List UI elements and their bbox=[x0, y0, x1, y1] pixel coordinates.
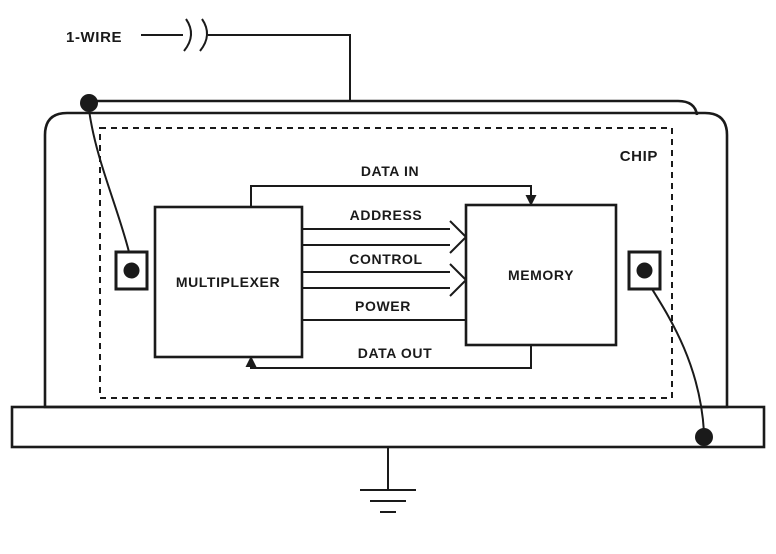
chip-boundary bbox=[99, 127, 673, 399]
multiplexer-box bbox=[153, 205, 304, 359]
address-bus bbox=[302, 220, 467, 254]
bond-wire-right bbox=[651, 288, 705, 433]
bond-dot-right-icon bbox=[636, 262, 653, 279]
data-in-label: DATA IN bbox=[361, 163, 419, 179]
package-flange bbox=[10, 405, 766, 449]
wire-break-icon bbox=[183, 18, 208, 52]
contact-pad-left bbox=[114, 250, 149, 291]
address-arrowhead-icon bbox=[449, 220, 467, 254]
contact-dot-bottom-icon bbox=[695, 428, 713, 446]
one-wire-label: 1-WIRE bbox=[66, 29, 122, 46]
memory-label: MEMORY bbox=[508, 267, 574, 283]
control-label: CONTROL bbox=[349, 251, 422, 267]
address-label: ADDRESS bbox=[350, 207, 423, 223]
data-in-wire bbox=[250, 185, 537, 207]
data-out-arrowhead-icon bbox=[245, 356, 257, 367]
bond-dot-left-icon bbox=[123, 262, 140, 279]
contact-pad-right bbox=[627, 250, 662, 291]
memory-box bbox=[464, 203, 618, 347]
bond-wire-left bbox=[88, 109, 130, 253]
control-bus bbox=[302, 263, 467, 297]
ground-symbol-icon bbox=[360, 447, 416, 513]
multiplexer-label: MULTIPLEXER bbox=[176, 274, 280, 290]
control-arrowhead-icon bbox=[449, 263, 467, 297]
data-out-label: DATA OUT bbox=[358, 345, 433, 361]
chip-label: CHIP bbox=[620, 148, 658, 165]
contact-dot-top-icon bbox=[80, 94, 98, 112]
power-label: POWER bbox=[355, 298, 411, 314]
data-out-wire bbox=[245, 345, 532, 369]
one-wire-lead bbox=[141, 18, 351, 101]
data-in-arrowhead-icon bbox=[525, 195, 537, 206]
